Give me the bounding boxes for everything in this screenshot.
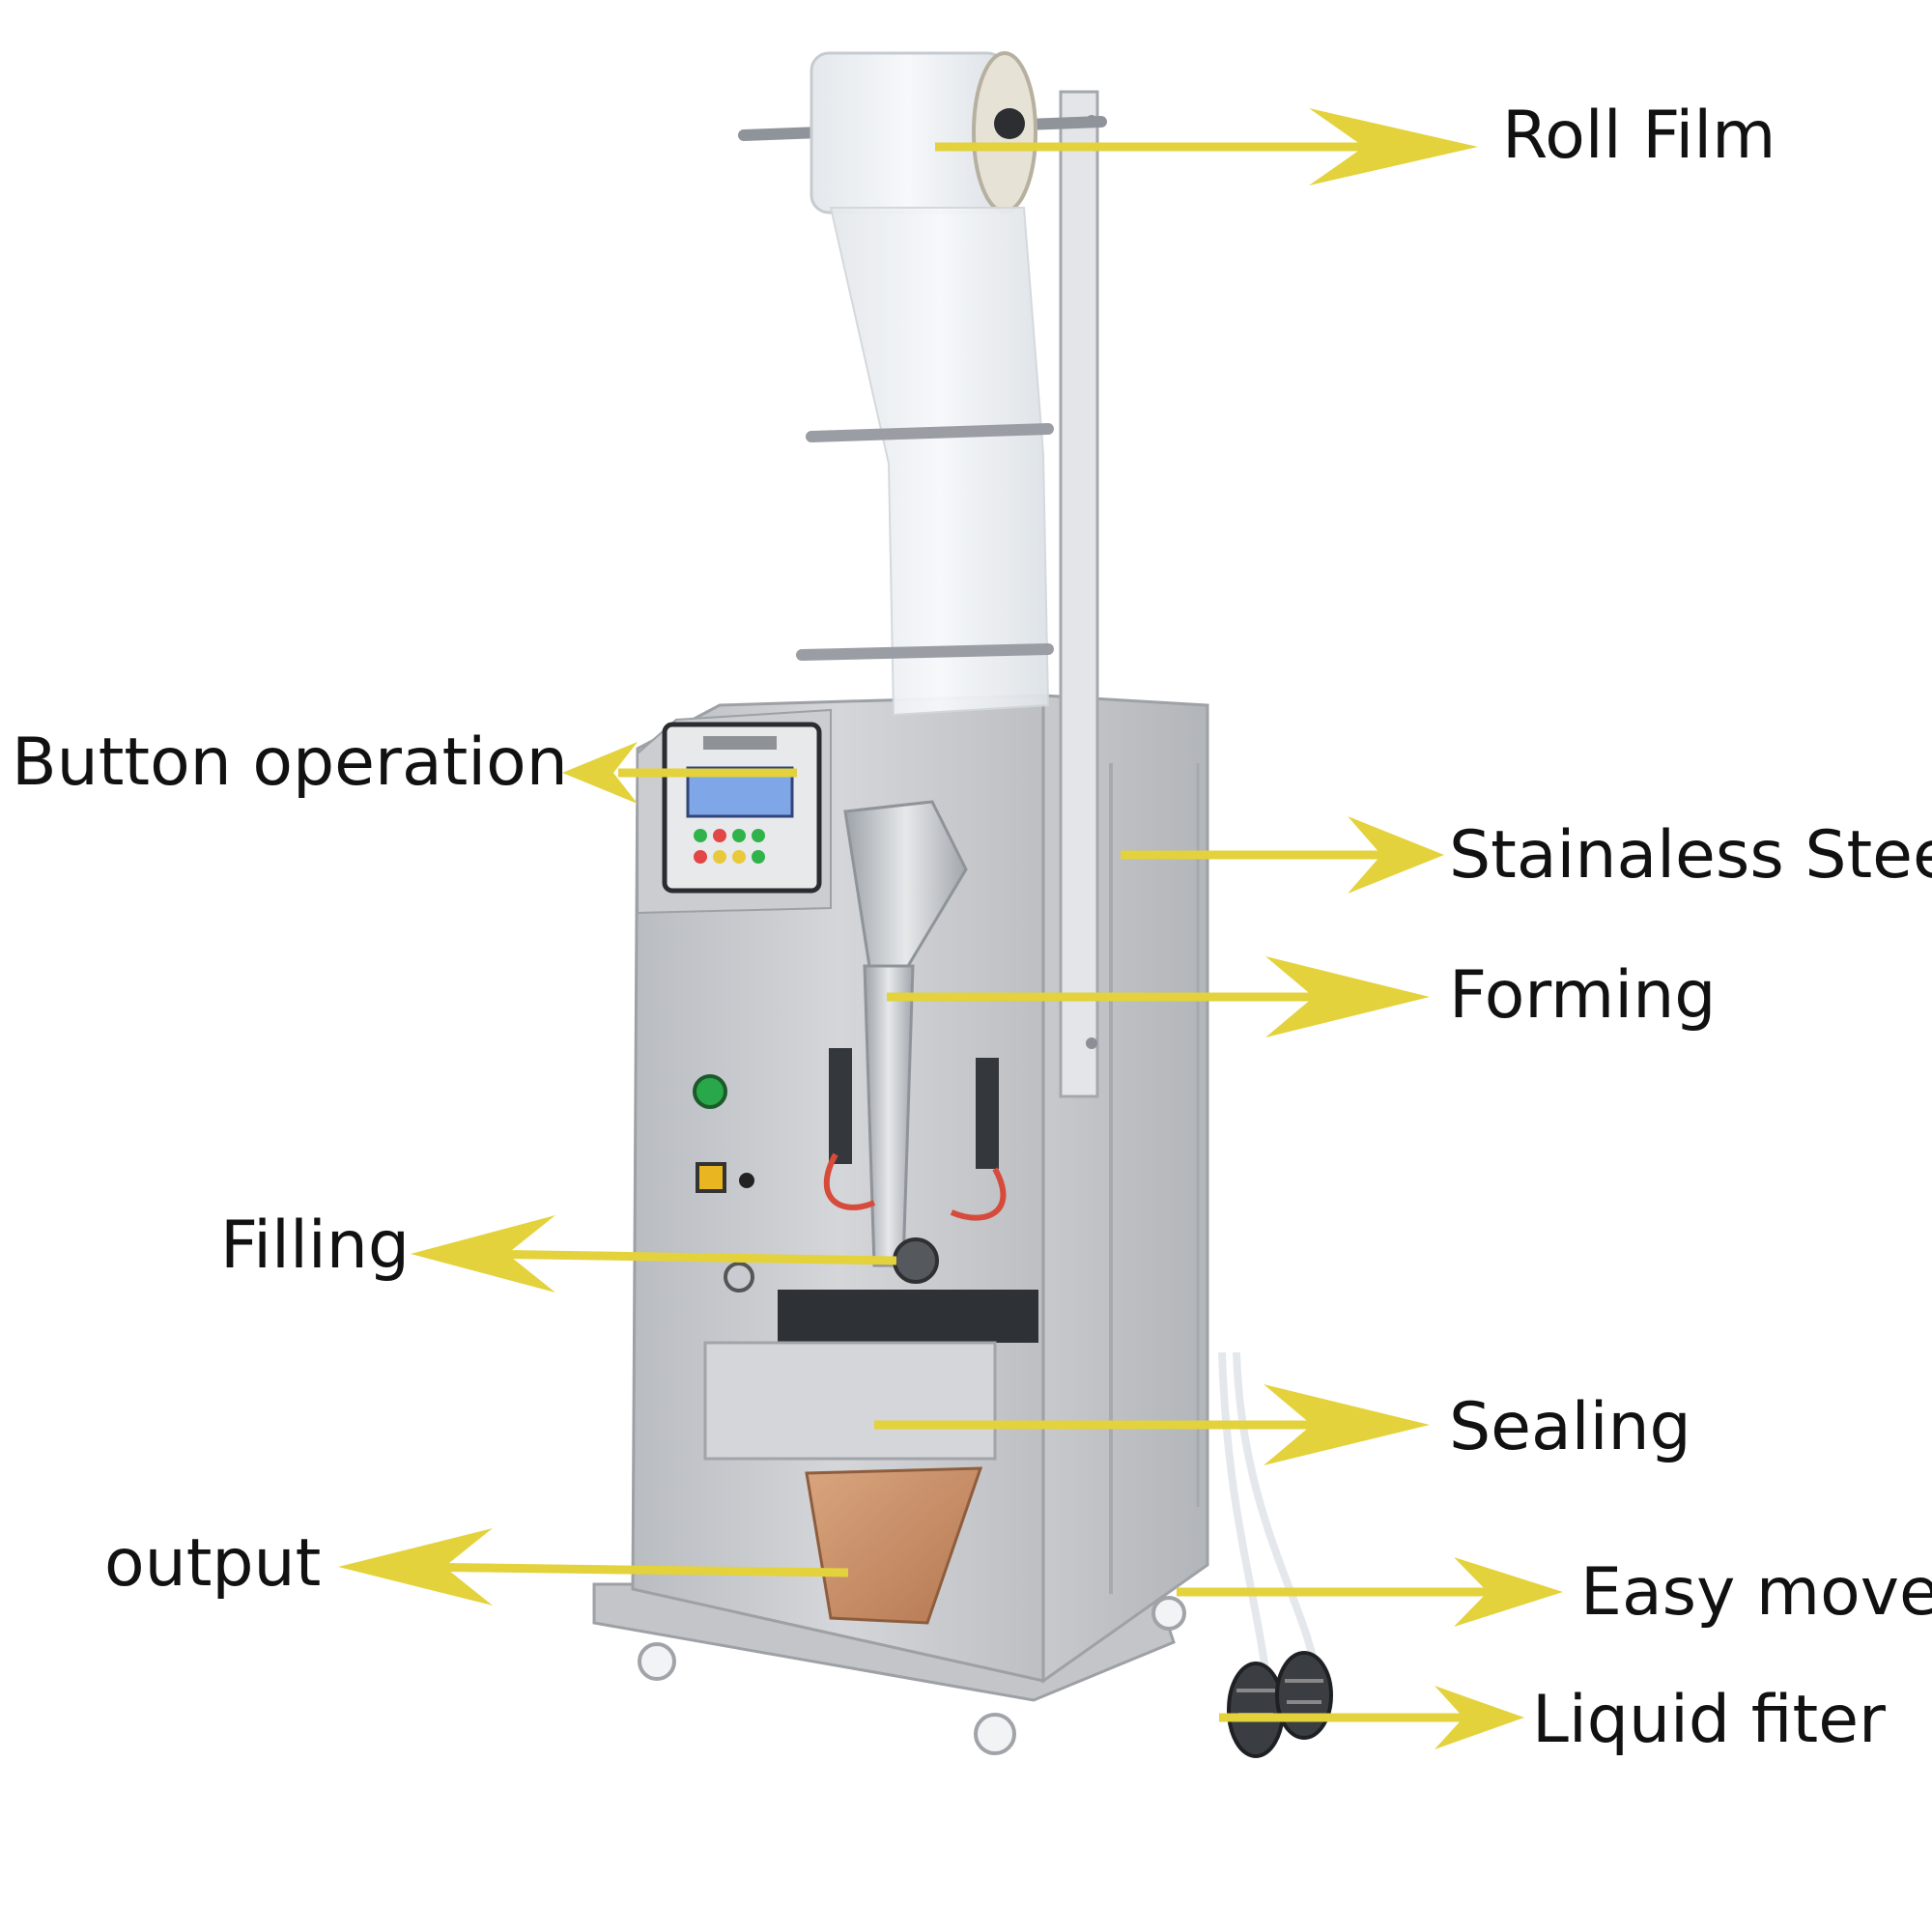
sealer-jaw-right xyxy=(976,1058,999,1169)
label-button-operation: Button operation xyxy=(12,724,568,801)
label-forming: Forming xyxy=(1449,957,1716,1034)
arrow-stainless-steel xyxy=(1121,816,1444,894)
callout-arrows xyxy=(338,108,1563,1749)
film-web xyxy=(829,207,1050,717)
indicator-knob xyxy=(739,1173,754,1188)
label-roll-film: Roll Film xyxy=(1502,98,1776,174)
pressure-gauge xyxy=(724,1262,754,1293)
forming-collar xyxy=(843,800,968,968)
label-sealing: Sealing xyxy=(1449,1389,1691,1465)
caster-wheel xyxy=(974,1713,1016,1755)
label-stainless-steel: Stainaless Steel xyxy=(1449,817,1932,894)
sealer-jaw-left xyxy=(829,1048,852,1164)
panel-button[interactable] xyxy=(752,829,765,842)
forming-tube xyxy=(863,964,915,1267)
power-button[interactable] xyxy=(693,1074,727,1109)
roll-hub xyxy=(994,108,1025,139)
label-easy-move: Easy move xyxy=(1580,1554,1932,1631)
packaging-machine xyxy=(592,51,1333,1758)
intake-hose xyxy=(1233,1351,1318,1662)
panel-button[interactable] xyxy=(694,850,707,864)
sealing-box xyxy=(703,1341,997,1461)
label-liquid-filter: Liquid fiter xyxy=(1532,1682,1886,1758)
column-bolt xyxy=(1086,1037,1097,1049)
panel-button[interactable] xyxy=(732,829,746,842)
arrow-output xyxy=(338,1528,849,1605)
arrow-button-operation xyxy=(562,742,797,804)
panel-button[interactable] xyxy=(713,850,726,864)
label-filling: Filling xyxy=(220,1208,410,1284)
panel-button[interactable] xyxy=(694,829,707,842)
heater-wire xyxy=(823,1152,876,1210)
arrow-sealing xyxy=(874,1384,1430,1465)
arrow-easy-move xyxy=(1177,1557,1563,1627)
heater-wire xyxy=(950,1167,1007,1221)
caster-wheel xyxy=(1151,1596,1186,1631)
liquid-filter xyxy=(1227,1651,1333,1758)
arrow-liquid-filter xyxy=(1219,1686,1524,1749)
panel-button[interactable] xyxy=(732,850,746,864)
arrow-roll-film xyxy=(935,108,1478,185)
arrow-forming xyxy=(887,956,1430,1037)
callout-labels: Roll Film Button operation Stainaless St… xyxy=(12,98,1932,1758)
drive-wheel xyxy=(893,1237,939,1284)
steel-column xyxy=(1059,90,1099,1098)
guide-roller xyxy=(796,643,1054,661)
caster-wheel xyxy=(638,1642,676,1681)
panel-header xyxy=(703,736,777,750)
panel-button[interactable] xyxy=(752,850,765,864)
sealing-opening xyxy=(778,1290,1038,1343)
panel-button[interactable] xyxy=(713,829,726,842)
toggle-switch[interactable] xyxy=(696,1162,726,1193)
guide-roller xyxy=(806,423,1054,442)
label-output: output xyxy=(104,1525,321,1602)
intake-hose xyxy=(1218,1351,1269,1672)
arrow-filling xyxy=(411,1215,897,1293)
